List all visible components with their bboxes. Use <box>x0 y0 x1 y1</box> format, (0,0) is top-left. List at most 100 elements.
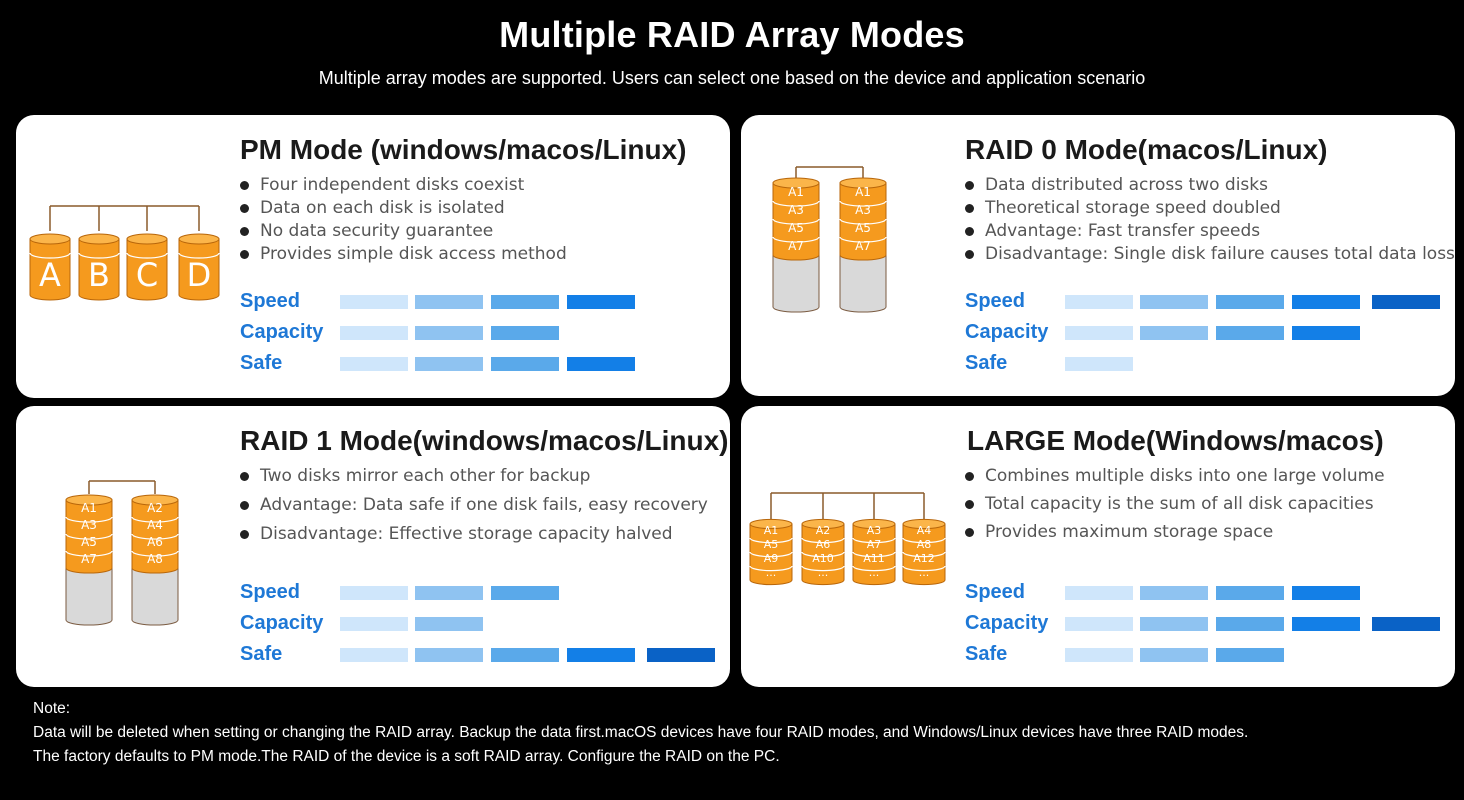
rating-level-bar <box>1065 295 1133 309</box>
disk-icon: A1A5A9... <box>749 518 793 586</box>
rating-label: Safe <box>965 643 1008 665</box>
rating-level-bar <box>415 357 483 371</box>
rating-label: Safe <box>240 352 283 374</box>
note-line-1: Data will be deleted when setting or cha… <box>33 724 1249 741</box>
rating-level-bar <box>1216 617 1284 631</box>
rating-level-bar <box>1216 648 1284 662</box>
raid1-mode-title: RAID 1 Mode(windows/macos/Linux) <box>240 425 729 456</box>
disk-icon: C <box>126 233 168 301</box>
raid0-mode-title: RAID 0 Mode(macos/Linux) <box>965 134 1328 165</box>
large-mode-title: LARGE Mode(Windows/macos) <box>967 425 1384 456</box>
svg-text:A10: A10 <box>812 552 834 565</box>
bullet-item: Total capacity is the sum of all disk ca… <box>965 493 1385 521</box>
svg-text:A12: A12 <box>913 552 935 565</box>
svg-text:A7: A7 <box>855 239 871 253</box>
rating-level-bar <box>491 357 559 371</box>
rating-level-bar <box>415 586 483 600</box>
rating-level-bar <box>1065 648 1133 662</box>
rating-level-bar <box>1216 295 1284 309</box>
page-title: Multiple RAID Array Modes <box>499 14 965 55</box>
rating-label: Safe <box>965 352 1008 374</box>
rating-level-bar <box>567 648 635 662</box>
rating-level-bar <box>1372 617 1440 631</box>
rating-level-bar <box>1372 295 1440 309</box>
rating-level-bar <box>491 326 559 340</box>
svg-text:A1: A1 <box>788 185 804 199</box>
rating-label: Speed <box>965 290 1026 312</box>
disk-icon: A2A6A10... <box>801 518 845 586</box>
svg-text:A2: A2 <box>816 524 831 537</box>
svg-text:A7: A7 <box>788 239 804 253</box>
bullet-item: Disadvantage: Single disk failure causes… <box>965 243 1455 266</box>
rating-level-bar <box>1140 617 1208 631</box>
svg-text:A1: A1 <box>855 185 871 199</box>
rating-level-bar <box>1140 295 1208 309</box>
bullet-item: No data security guarantee <box>240 220 567 243</box>
bullet-item: Advantage: Fast transfer speeds <box>965 220 1455 243</box>
svg-text:A3: A3 <box>788 203 804 217</box>
svg-text:...: ... <box>869 566 880 579</box>
svg-text:A6: A6 <box>147 535 163 549</box>
svg-text:A1: A1 <box>764 524 779 537</box>
rating-level-bar <box>567 295 635 309</box>
bullet-item: Data distributed across two disks <box>965 174 1455 197</box>
svg-text:...: ... <box>766 566 777 579</box>
rating-level-bar <box>340 357 408 371</box>
rating-level-bar <box>1065 326 1133 340</box>
rating-label: Capacity <box>240 321 324 343</box>
rating-label: Speed <box>240 581 301 603</box>
bullet-item: Advantage: Data safe if one disk fails, … <box>240 494 708 523</box>
rating-level-bar <box>1140 326 1208 340</box>
bullet-item: Combines multiple disks into one large v… <box>965 465 1385 493</box>
bullet-item: Theoretical storage speed doubled <box>965 197 1455 220</box>
svg-text:A5: A5 <box>764 538 779 551</box>
svg-text:B: B <box>88 256 110 294</box>
rating-level-bar <box>491 648 559 662</box>
rating-label: Capacity <box>965 612 1049 634</box>
rating-level-bar <box>1292 326 1360 340</box>
rating-level-bar <box>415 295 483 309</box>
rating-level-bar <box>647 648 715 662</box>
svg-text:A2: A2 <box>147 501 163 515</box>
note-line-2: The factory defaults to PM mode.The RAID… <box>33 748 780 765</box>
svg-text:...: ... <box>818 566 829 579</box>
svg-text:A7: A7 <box>81 552 97 566</box>
rating-level-bar <box>340 295 408 309</box>
rating-level-bar <box>340 326 408 340</box>
svg-text:A1: A1 <box>81 501 97 515</box>
rating-label: Capacity <box>240 612 324 634</box>
svg-text:A11: A11 <box>863 552 885 565</box>
rating-level-bar <box>1292 295 1360 309</box>
rating-level-bar <box>1065 617 1133 631</box>
rating-level-bar <box>340 648 408 662</box>
rating-label: Capacity <box>965 321 1049 343</box>
svg-text:A9: A9 <box>764 552 779 565</box>
svg-text:A5: A5 <box>855 221 871 235</box>
rating-level-bar <box>1216 326 1284 340</box>
svg-text:A8: A8 <box>917 538 932 551</box>
svg-text:A3: A3 <box>855 203 871 217</box>
svg-text:A: A <box>39 256 61 294</box>
pm-mode-bullets: Four independent disks coexist Data on e… <box>240 174 567 266</box>
rating-level-bar <box>491 295 559 309</box>
disk-icon: D <box>178 233 220 301</box>
rating-label: Speed <box>965 581 1026 603</box>
rating-level-bar <box>491 586 559 600</box>
rating-level-bar <box>415 648 483 662</box>
rating-level-bar <box>1065 586 1133 600</box>
svg-text:C: C <box>136 256 158 294</box>
svg-text:A6: A6 <box>816 538 831 551</box>
rating-level-bar <box>1216 586 1284 600</box>
raid0-mode-bullets: Data distributed across two disks Theore… <box>965 174 1455 266</box>
svg-text:A3: A3 <box>867 524 882 537</box>
bullet-item: Provides simple disk access method <box>240 243 567 266</box>
